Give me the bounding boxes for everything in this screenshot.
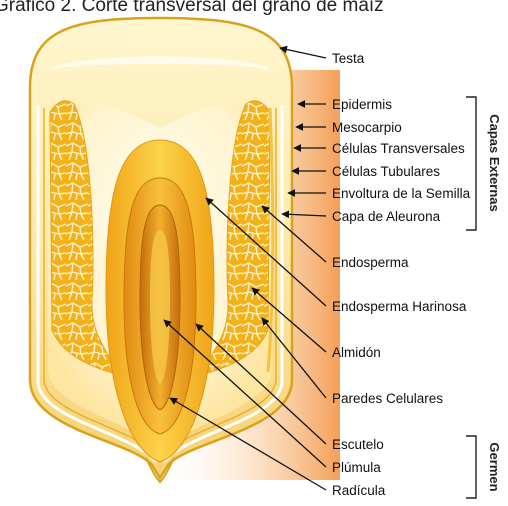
label-endosperma: Endosperma <box>332 255 409 270</box>
label-celulas-transversales: Células Transversales <box>332 141 465 156</box>
label-almidon: Almidón <box>332 345 381 360</box>
group-label-germen: Germen <box>487 442 502 491</box>
label-testa: Testa <box>332 51 365 66</box>
label-celulas-tubulares: Células Tubulares <box>332 164 440 179</box>
label-radicula: Radícula <box>332 483 386 498</box>
label-epidermis: Epidermis <box>332 97 392 112</box>
bracket-capas-externas <box>466 97 476 230</box>
label-escutelo: Escutelo <box>332 437 384 452</box>
label-capa-aleurona: Capa de Aleurona <box>332 209 441 224</box>
label-mesocarpio: Mesocarpio <box>332 120 402 135</box>
group-label-capas-externas: Capas Externas <box>487 114 502 212</box>
label-plumula: Plúmula <box>332 460 381 475</box>
bracket-germen <box>466 436 476 498</box>
label-paredes-celulares: Paredes Celulares <box>332 391 443 406</box>
label-envoltura-semilla: Envoltura de la Semilla <box>332 186 471 201</box>
label-endosperma-harinosa: Endosperma Harinosa <box>332 299 467 314</box>
